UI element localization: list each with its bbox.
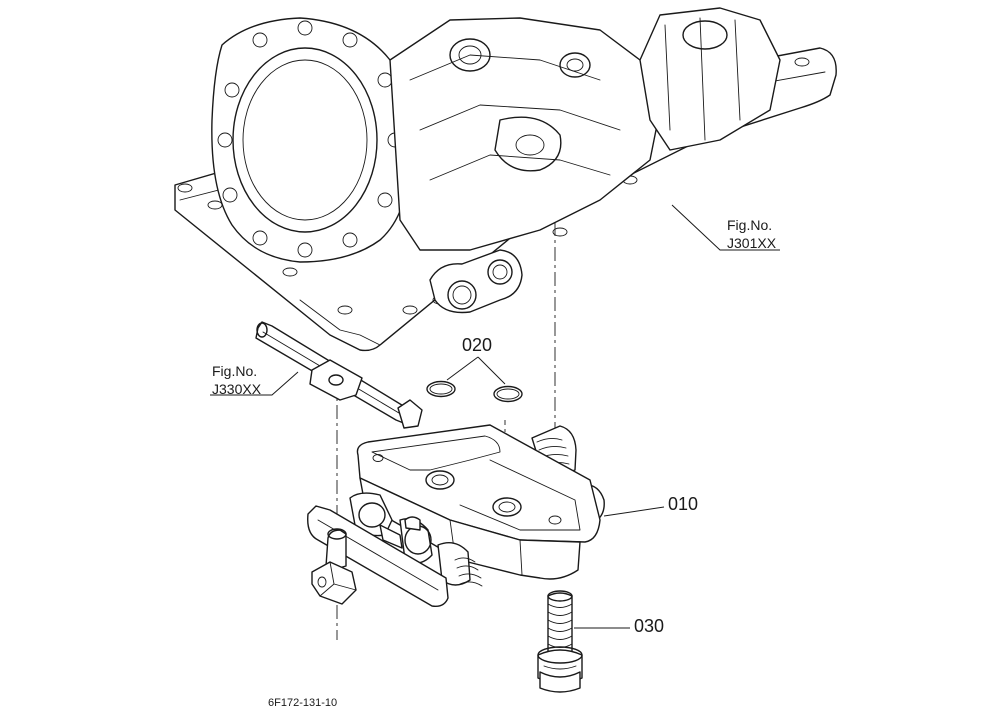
shift-rod: [255, 321, 423, 429]
o-rings: [426, 380, 523, 403]
valve-assembly: [307, 424, 605, 608]
fig-ref-upper-line1: Fig.No.: [727, 217, 772, 233]
part-callout-030: 030: [634, 616, 664, 636]
diagram-code: 6F172-131-10: [268, 697, 337, 709]
fig-ref-left-line1: Fig.No.: [212, 363, 257, 379]
bolt: [537, 590, 583, 693]
part-callout-010: 010: [668, 494, 698, 514]
fig-ref-left-line2: J330XX: [212, 381, 262, 397]
leader-lines: [210, 204, 780, 629]
fig-ref-upper-line2: J301XX: [727, 235, 777, 251]
part-callout-020: 020: [462, 335, 492, 355]
transmission-case: [174, 7, 837, 352]
